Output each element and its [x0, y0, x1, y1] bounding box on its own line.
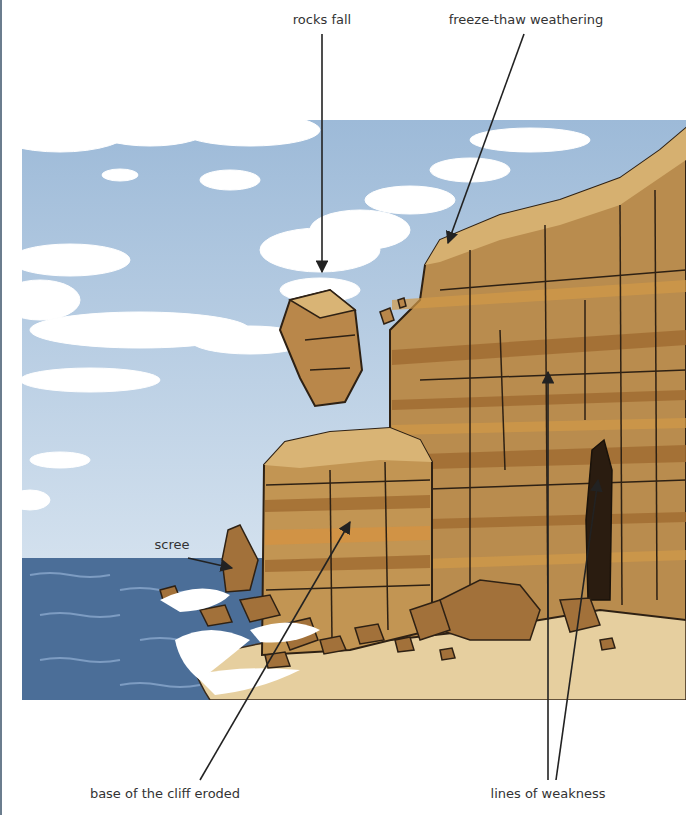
callout-label: base of the cliff eroded	[90, 786, 240, 802]
leader-lines	[188, 34, 598, 780]
callout-label: rocks fall	[293, 12, 351, 28]
callout-label: scree	[155, 537, 190, 553]
callout-label: freeze-thaw weathering	[449, 12, 604, 28]
edge-rule	[0, 0, 2, 815]
scene	[22, 120, 686, 700]
callout-label: lines of weakness	[491, 786, 606, 802]
